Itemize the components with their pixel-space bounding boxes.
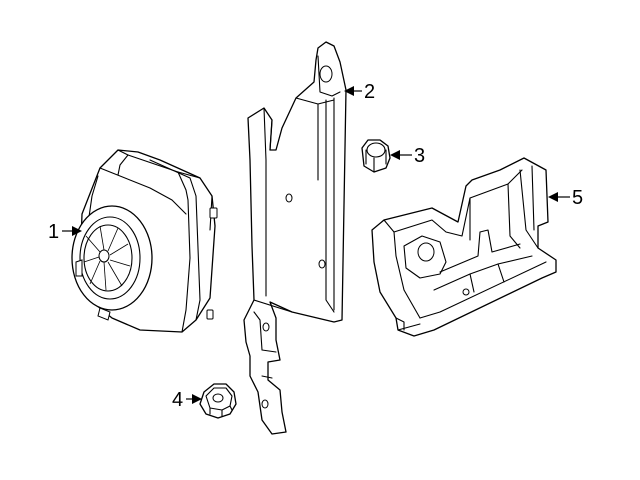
callout-4: 4 bbox=[172, 389, 202, 411]
part-2-mounting-bracket bbox=[243, 41, 347, 435]
callout-3-label: 3 bbox=[414, 145, 425, 167]
callout-5: 5 bbox=[548, 187, 583, 209]
part-3-nut bbox=[361, 139, 391, 173]
callout-5-label: 5 bbox=[572, 187, 583, 209]
callout-2: 2 bbox=[344, 81, 375, 103]
part-1-speaker-unit bbox=[71, 149, 218, 333]
callout-2-label: 2 bbox=[364, 81, 375, 103]
part-4-flange-nut bbox=[199, 383, 237, 419]
part-5-housing-tray bbox=[371, 157, 557, 337]
speaker-cone-ribs bbox=[83, 225, 131, 291]
callout-4-label: 4 bbox=[172, 389, 183, 411]
callout-3: 3 bbox=[390, 145, 425, 167]
callout-1: 1 bbox=[48, 221, 82, 243]
callout-1-label: 1 bbox=[48, 221, 59, 243]
